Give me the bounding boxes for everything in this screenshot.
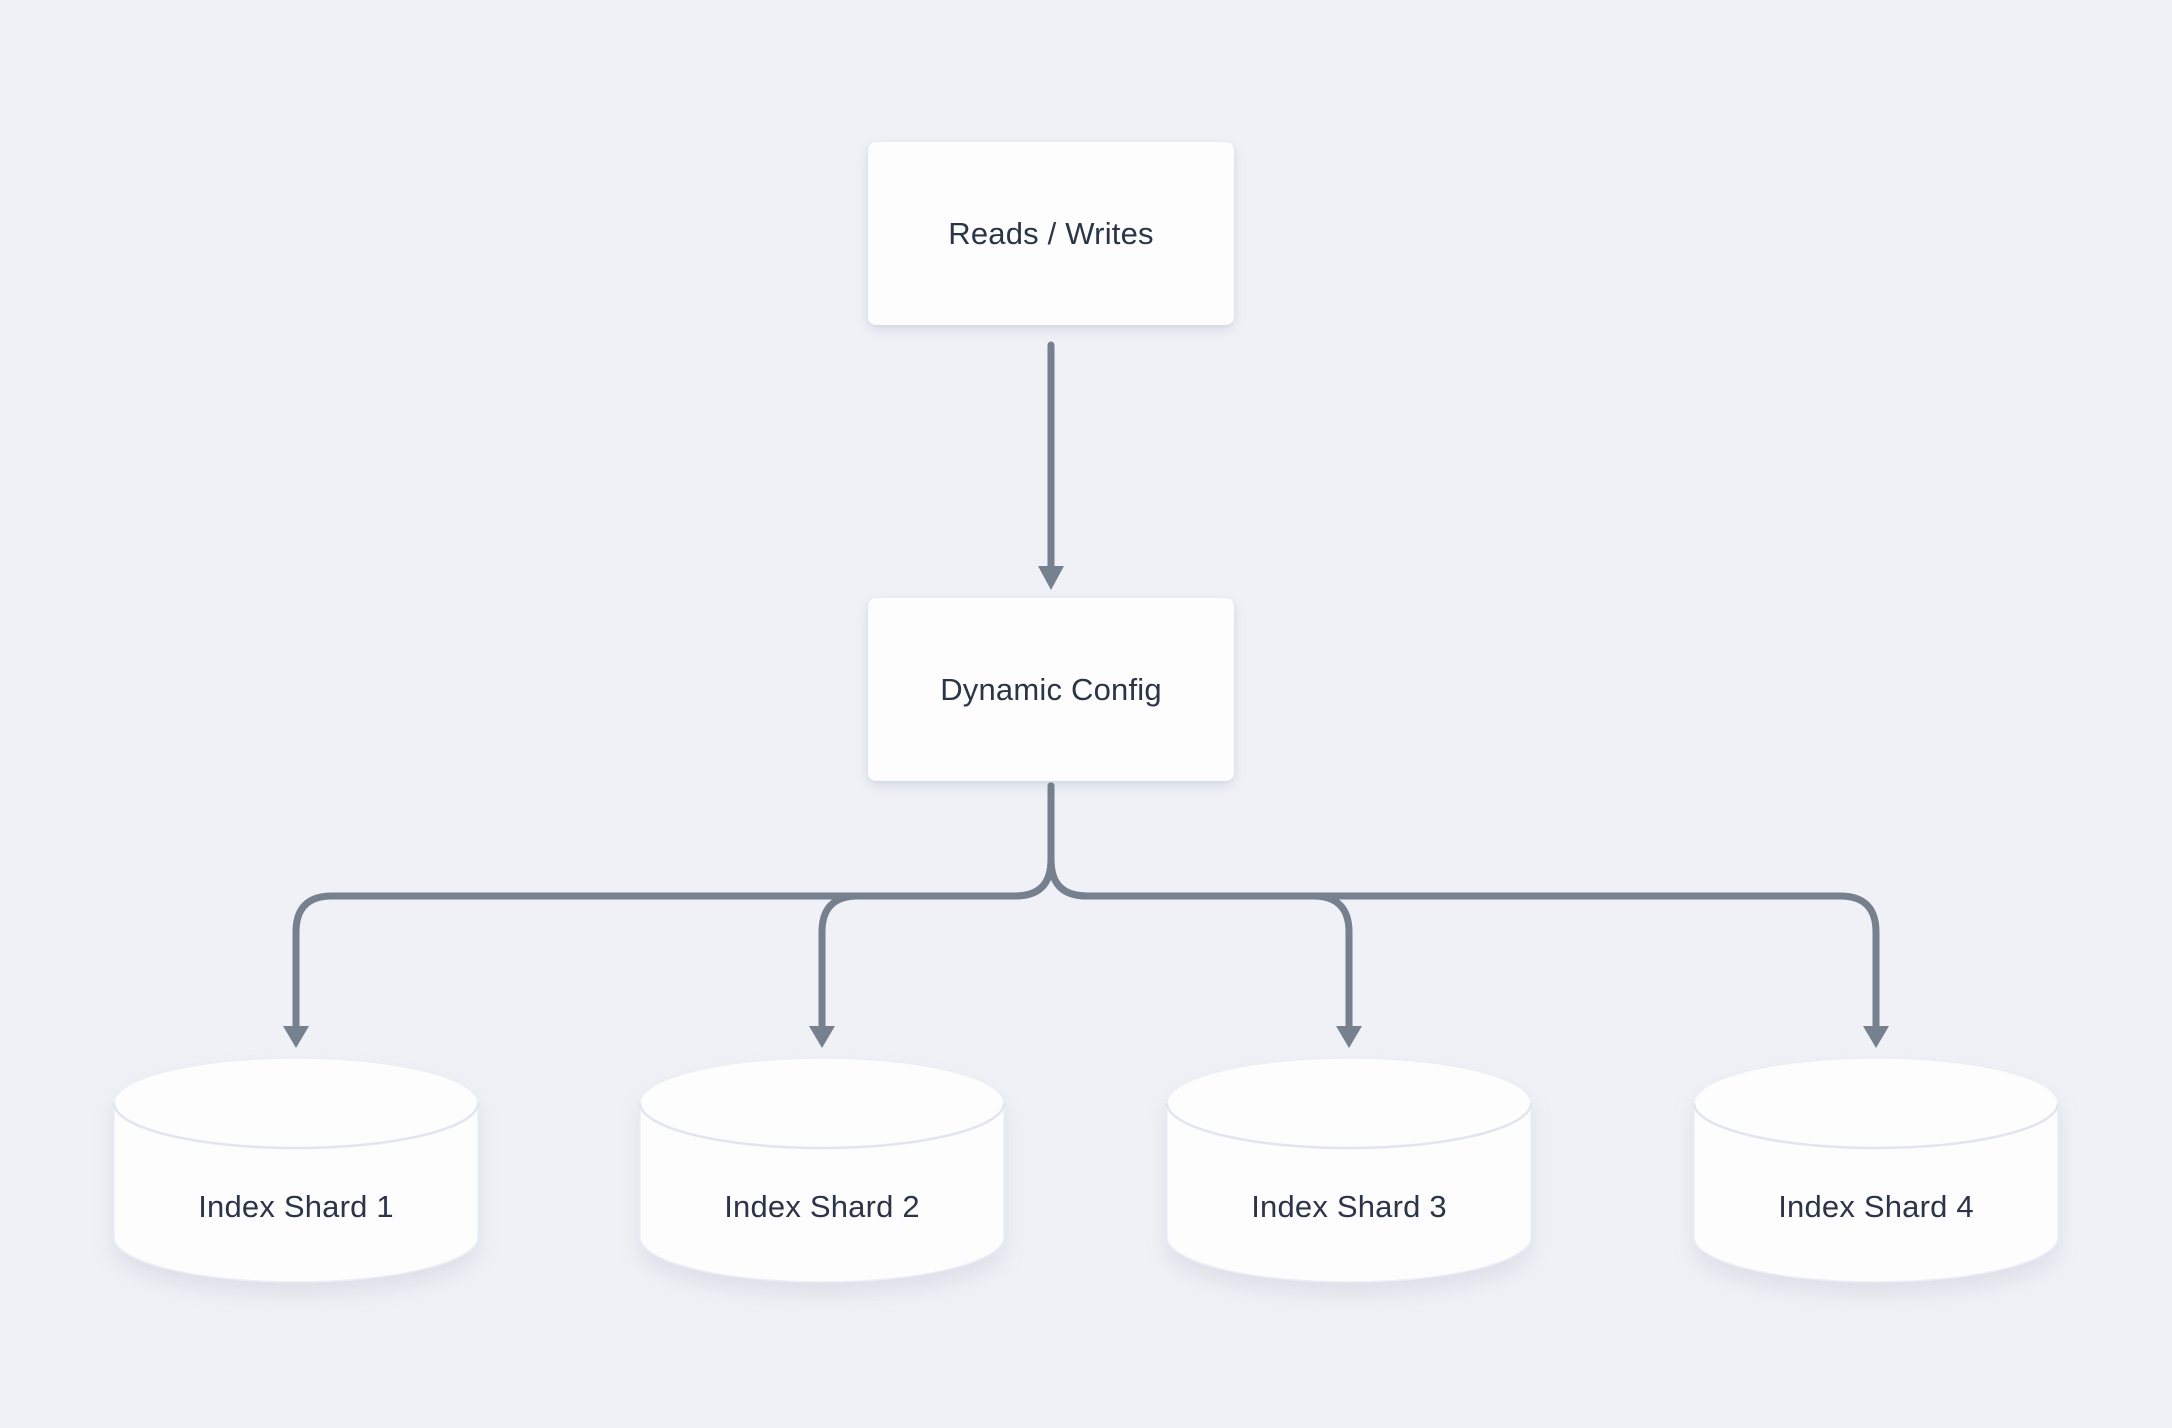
node-label: Dynamic Config <box>940 671 1162 707</box>
node-dynamic-config: Dynamic Config <box>868 598 1234 781</box>
arrow-down-icon <box>283 1026 309 1048</box>
edge-dynamic-config-to-index-shard-4 <box>1047 782 1889 1048</box>
node-index-shard-2: Index Shard 2 <box>638 1056 1006 1284</box>
edge-dynamic-config-to-index-shard-3 <box>1047 782 1362 1048</box>
node-index-shard-4: Index Shard 4 <box>1692 1056 2060 1284</box>
node-index-shard-3: Index Shard 3 <box>1165 1056 1533 1284</box>
database-cylinder-icon <box>638 1057 1006 1283</box>
node-label: Index Shard 1 <box>198 1189 394 1224</box>
edge-reads-writes-to-dynamic-config <box>1038 341 1064 590</box>
node-reads-writes: Reads / Writes <box>868 142 1234 325</box>
node-index-shard-1: Index Shard 1 <box>112 1056 480 1284</box>
database-cylinder-icon <box>112 1057 480 1283</box>
node-label: Index Shard 4 <box>1778 1189 1974 1224</box>
database-cylinder-icon <box>1692 1057 2060 1283</box>
arrow-down-icon <box>1038 566 1064 590</box>
database-cylinder-icon <box>1165 1057 1533 1283</box>
arrow-down-icon <box>1336 1026 1362 1048</box>
node-label: Index Shard 3 <box>1251 1189 1447 1224</box>
node-label: Reads / Writes <box>948 215 1154 251</box>
node-label: Index Shard 2 <box>724 1189 920 1224</box>
arrow-down-icon <box>1863 1026 1889 1048</box>
edge-dynamic-config-to-index-shard-1 <box>283 782 1055 1048</box>
edge-dynamic-config-to-index-shard-2 <box>809 782 1055 1048</box>
arrow-down-icon <box>809 1026 835 1048</box>
